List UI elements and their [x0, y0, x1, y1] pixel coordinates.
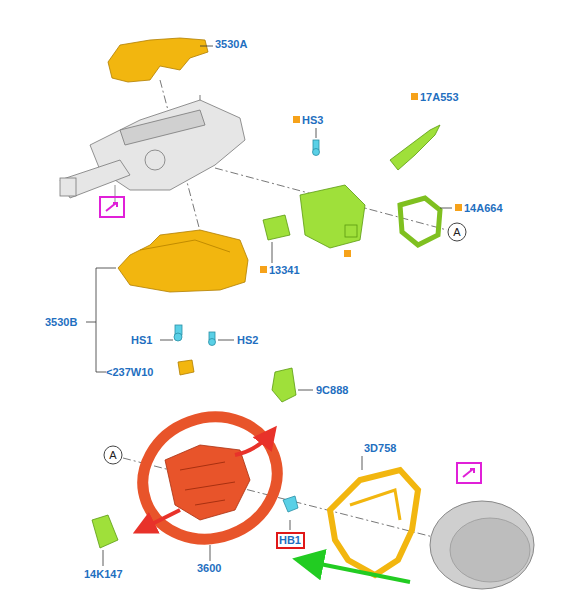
part-number: HS3: [302, 114, 323, 127]
part-number: HB1: [279, 534, 301, 547]
part-number: 3530B: [45, 316, 77, 329]
reference-circle: A: [103, 445, 123, 465]
part-number: HS2: [237, 334, 258, 347]
part-number: 17A553: [420, 91, 459, 104]
part-number: <237W10: [106, 366, 153, 379]
part-number: HS1: [131, 334, 152, 347]
part-number: 3D758: [364, 442, 396, 455]
part-number: 9C888: [316, 384, 348, 397]
part-number: 13341: [269, 264, 300, 277]
highlight-box: HB1: [276, 532, 305, 549]
reference-letter: A: [109, 449, 116, 462]
part-number: 14A664: [464, 202, 503, 215]
reference-circle: A: [447, 222, 467, 242]
part-number: 3600: [197, 562, 221, 575]
part-number: 14K147: [84, 568, 123, 581]
reference-letter: A: [453, 226, 460, 239]
part-number: 3530A: [215, 38, 247, 51]
